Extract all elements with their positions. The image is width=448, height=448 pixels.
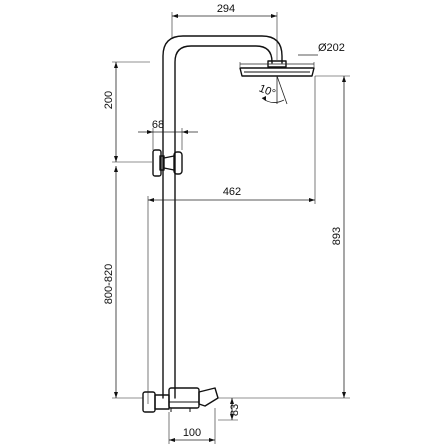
mixer-valve	[142, 387, 219, 413]
riser-pipe-inner	[174, 45, 273, 399]
wall-bracket	[152, 149, 183, 177]
dim-upper-height-label: 200	[103, 91, 115, 109]
dim-total-reach-label: 462	[223, 186, 241, 198]
dim-head-diameter-label: Ø202	[318, 42, 345, 54]
dim-overall-height-label: 893	[331, 227, 343, 245]
dimension-labels: 294 Ø202 10° 200 68 462 893 800-820 83 1…	[103, 3, 345, 439]
dim-head-reach-label: 294	[217, 3, 235, 15]
shower-column	[142, 35, 315, 413]
dim-mixer-width-label: 100	[183, 427, 201, 439]
dim-bracket-offset-label: 68	[152, 119, 164, 131]
riser-pipe	[162, 35, 283, 399]
dim-head-tilt-label: 10°	[257, 83, 277, 100]
dim-mixer-offset-label: 83	[229, 404, 241, 416]
dimension-lines	[112, 12, 350, 444]
shower-head	[239, 67, 315, 77]
dim-mixer-height-label: 800-820	[103, 264, 115, 304]
